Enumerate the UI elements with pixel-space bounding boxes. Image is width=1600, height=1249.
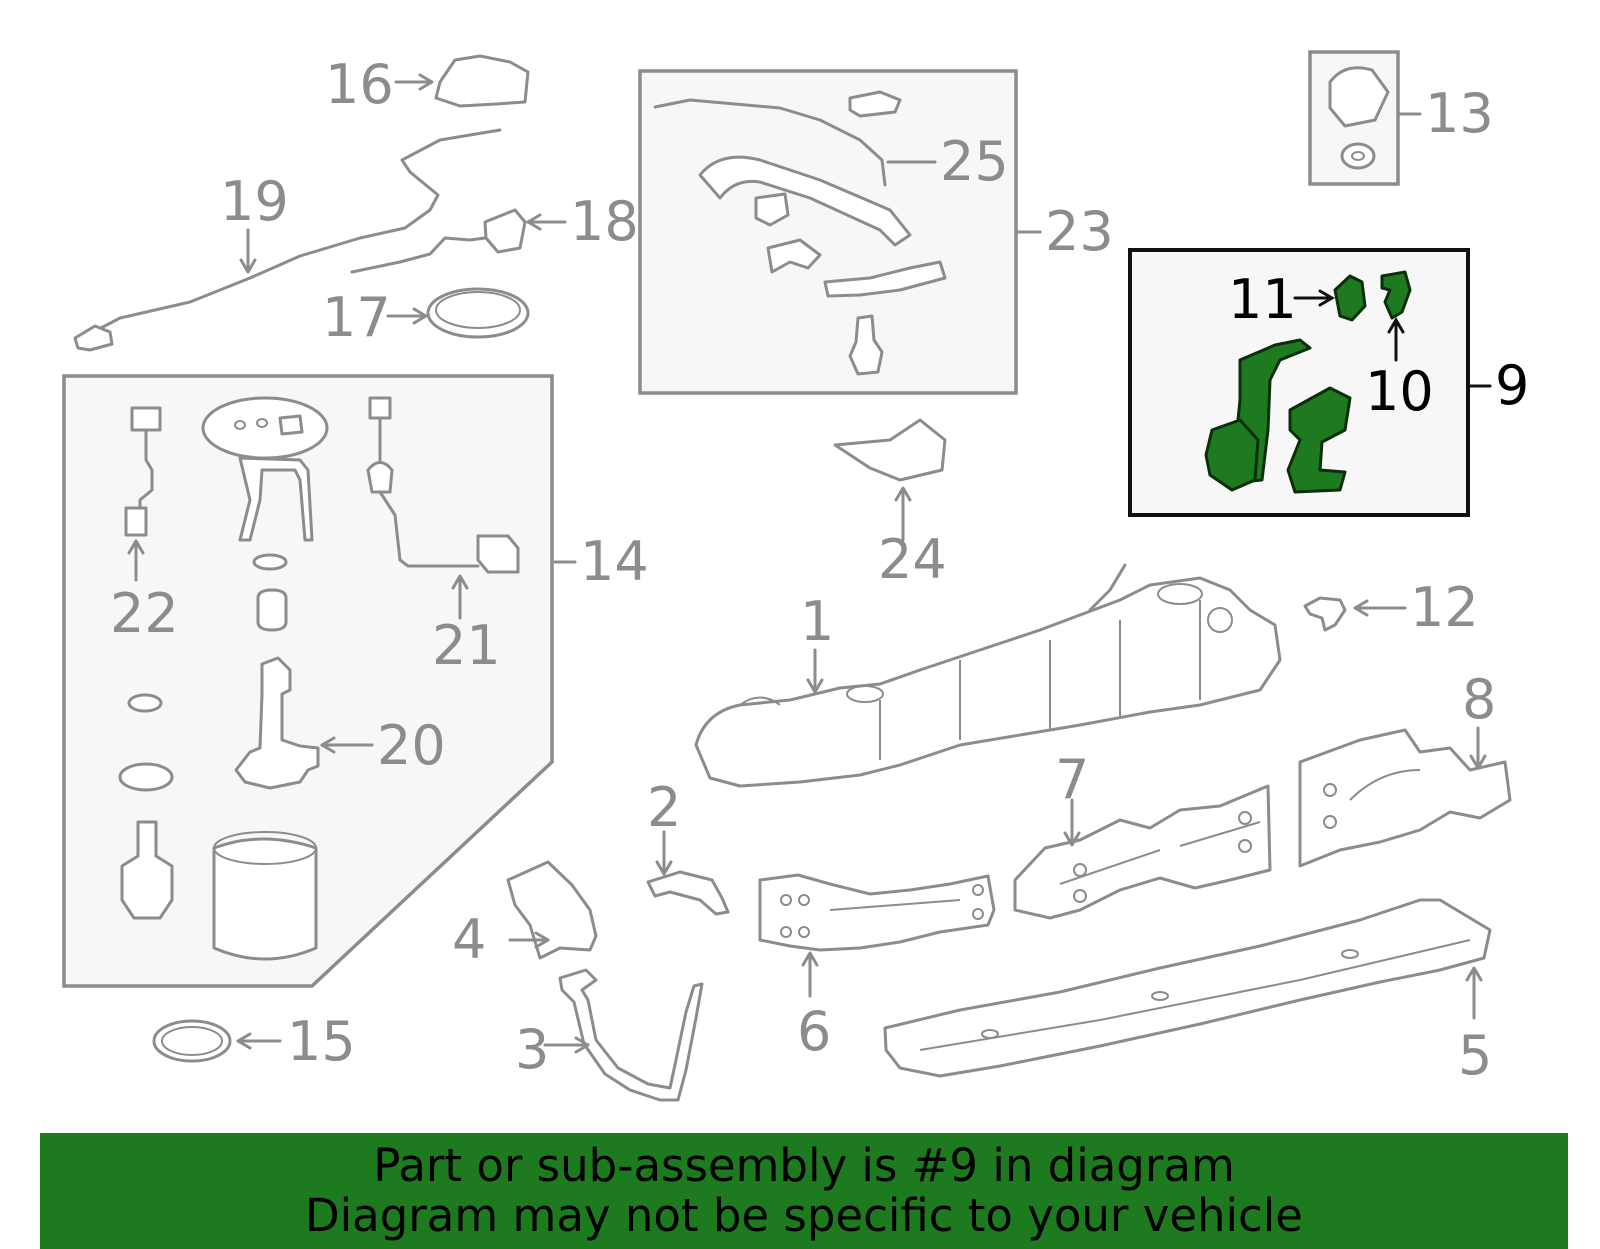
arrow-21 [451, 574, 469, 590]
part-9-filler-pipe-assembly[interactable] [1204, 270, 1412, 494]
callout-8: 8 [1462, 668, 1496, 731]
arrow-10 [1387, 317, 1405, 334]
part-22-sensor[interactable] [124, 406, 162, 537]
arrow-19 [239, 258, 257, 274]
arrow-24 [894, 486, 912, 502]
arrow-17 [412, 307, 428, 325]
callout-2: 2 [647, 776, 681, 839]
callout-18: 18 [570, 190, 639, 253]
info-banner: Part or sub-assembly is #9 in diagram Di… [40, 1133, 1568, 1249]
callout-7: 7 [1055, 748, 1089, 811]
part-14-filter-bottom[interactable] [120, 820, 318, 961]
callout-3: 3 [515, 1018, 549, 1081]
arrow-8 [1469, 754, 1487, 770]
callout-24: 24 [878, 528, 947, 591]
banner-line-1: Part or sub-assembly is #9 in diagram [373, 1139, 1235, 1192]
callout-17: 17 [322, 286, 391, 349]
part-19-fuel-line[interactable] [73, 128, 502, 352]
arrow-16 [418, 73, 434, 91]
callout-12: 12 [1410, 576, 1479, 639]
part-20-fuel-pump[interactable] [234, 656, 320, 790]
arrow-15 [236, 1032, 252, 1050]
callout-19: 19 [220, 170, 289, 233]
callout-9: 9 [1495, 354, 1529, 417]
part-25-tube[interactable] [653, 90, 902, 187]
part-16[interactable] [434, 54, 530, 108]
callout-22: 22 [110, 582, 179, 645]
callout-10: 10 [1365, 360, 1434, 423]
callout-21: 21 [432, 614, 501, 677]
arrow-7 [1063, 831, 1081, 847]
callout-16: 16 [325, 53, 394, 116]
part-14-pump-module[interactable] [118, 396, 329, 792]
arrow-11 [1318, 289, 1335, 307]
box-23 [638, 69, 1018, 395]
part-18-wire-harness[interactable] [350, 208, 527, 274]
callout-13: 13 [1425, 82, 1494, 145]
part-21-sender[interactable] [366, 396, 520, 574]
part-2[interactable] [646, 870, 730, 916]
callout-25: 25 [940, 130, 1009, 193]
callout-6: 6 [797, 1000, 831, 1063]
part-7-heat-shield[interactable] [1013, 784, 1272, 920]
arrow-6 [801, 951, 819, 967]
part-15-gasket[interactable] [152, 1019, 232, 1063]
part-12[interactable] [1303, 596, 1347, 632]
part-4-bracket[interactable] [506, 860, 598, 960]
arrow-4 [534, 931, 550, 949]
part-5-skid-plate[interactable] [883, 898, 1492, 1078]
arrow-12 [1353, 599, 1369, 617]
arrow-5 [1465, 966, 1483, 982]
part-23-assembly[interactable] [698, 155, 947, 376]
arrow-22 [127, 539, 145, 555]
callout-4: 4 [452, 908, 486, 971]
callout-15: 15 [287, 1010, 356, 1073]
arrow-20 [320, 736, 336, 754]
arrow-2 [655, 860, 673, 876]
box-14 [62, 374, 554, 988]
arrow-18 [526, 213, 542, 231]
callout-20: 20 [377, 714, 446, 777]
part-24[interactable] [833, 418, 947, 482]
callout-14: 14 [580, 530, 649, 593]
arrow-1 [806, 678, 824, 694]
callout-5: 5 [1458, 1024, 1492, 1087]
part-3-strap[interactable] [558, 968, 704, 1102]
banner-line-2: Diagram may not be specific to your vehi… [305, 1189, 1303, 1242]
callout-11: 11 [1228, 268, 1297, 331]
callout-1: 1 [800, 590, 834, 653]
part-17-seal-ring[interactable] [426, 287, 530, 339]
callout-23: 23 [1045, 200, 1114, 263]
part-6-crossmember[interactable] [758, 873, 996, 952]
part-1-fuel-tank[interactable] [694, 563, 1282, 788]
part-13-fuel-cap[interactable] [1328, 66, 1390, 170]
arrow-3 [574, 1036, 590, 1054]
part-8-heat-shield[interactable] [1298, 728, 1512, 868]
